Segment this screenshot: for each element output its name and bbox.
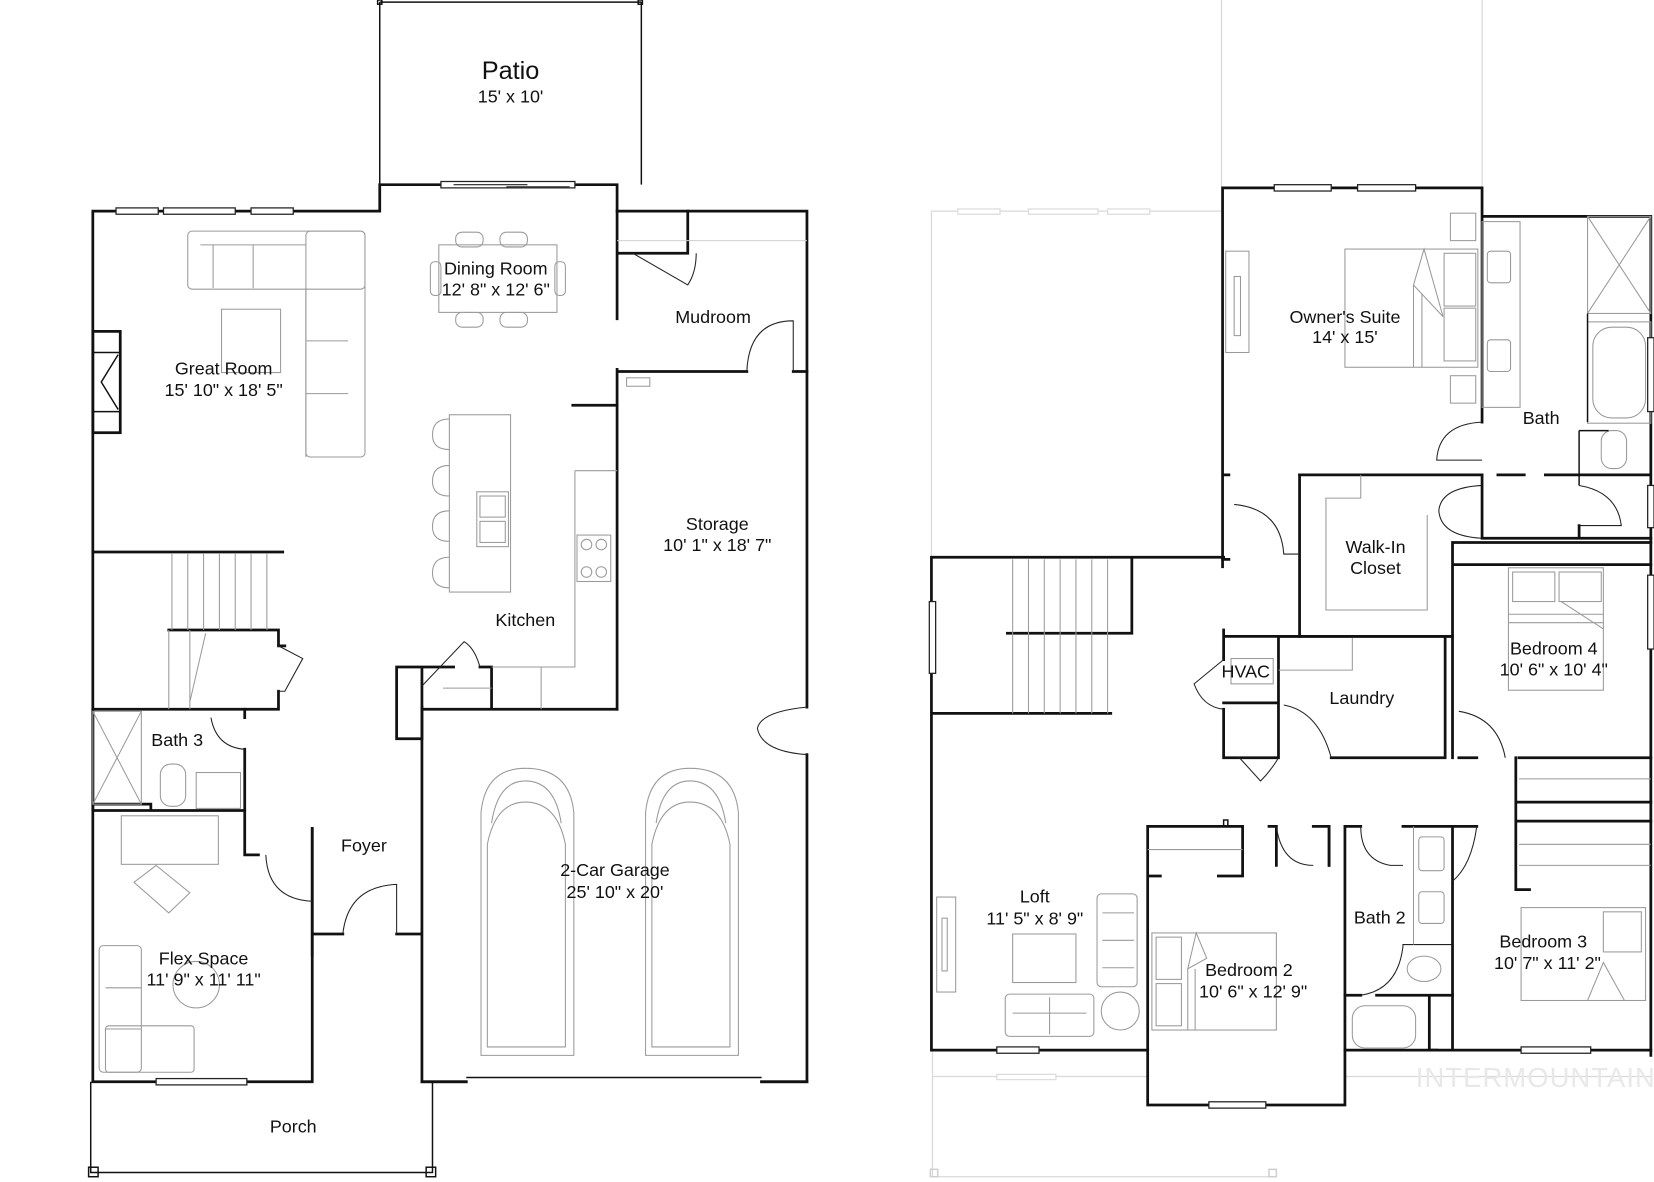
label-bedroom4: Bedroom 4 10' 6" x 10' 4": [1500, 638, 1608, 679]
room-name-line2: Closet: [1350, 558, 1401, 578]
label-great-room: Great Room 15' 10" x 18' 5": [165, 359, 283, 400]
bedroom3-bed: [1520, 907, 1647, 1002]
window: [162, 207, 236, 215]
kitchen-walls: [395, 403, 619, 741]
room-name: 2-Car Garage: [560, 860, 670, 880]
laundry-walls: [1277, 635, 1653, 760]
front-door: [342, 883, 398, 935]
label-owners-suite: Owner's Suite 14' x 15': [1289, 307, 1400, 347]
room-dims: 14' x 15': [1312, 327, 1378, 347]
room-name: Walk-In: [1345, 537, 1405, 557]
label-loft: Loft 11' 5" x 8' 9": [986, 886, 1083, 928]
bath2-walls: [1343, 824, 1653, 1052]
room-labels: Patio 15' x 10' Dining Room 12' 8" x 12'…: [146, 57, 1654, 1136]
room-name: Dining Room: [444, 258, 548, 278]
mudroom-walls: [615, 209, 809, 711]
loft-furniture: [936, 893, 1140, 1037]
watermark: INTERMOUNTAIN: [1416, 1062, 1654, 1093]
car: [480, 767, 575, 1056]
room-name: Loft: [1020, 886, 1050, 906]
room-name: Foyer: [341, 836, 387, 856]
label-flex-space: Flex Space 11' 9" x 11' 11": [146, 949, 260, 990]
label-mudroom: Mudroom: [675, 307, 751, 327]
label-bath2: Bath 2: [1354, 907, 1406, 927]
owners-suite-walls: [1221, 186, 1653, 1057]
room-dims: 11' 5" x 8' 9": [986, 908, 1083, 928]
room-name: Flex Space: [159, 949, 249, 969]
room-dims: 10' 6" x 12' 9": [1199, 981, 1307, 1001]
hvac-closet: [1193, 628, 1353, 782]
window: [115, 207, 159, 215]
flex-sofa: [98, 945, 195, 1073]
label-dining-room: Dining Room 12' 8" x 12' 6": [442, 258, 550, 299]
garage: [420, 706, 809, 1084]
label-bedroom2: Bedroom 2 10' 6" x 12' 9": [1199, 960, 1307, 1001]
label-foyer: Foyer: [341, 836, 387, 856]
room-dims: 12' 8" x 12' 6": [442, 279, 550, 299]
room-name: Bedroom 4: [1510, 638, 1598, 658]
first-floor-plan: [87, 0, 809, 1178]
second-floor-plan: [928, 0, 1654, 1178]
owners-bath-fixtures: [1481, 215, 1652, 470]
linen-closet: [1514, 756, 1653, 892]
owners-bed: [1344, 212, 1479, 404]
bath3-fixtures: [91, 707, 247, 812]
label-patio: Patio 15' x 10': [478, 57, 544, 106]
room-name: Mudroom: [675, 307, 751, 327]
room-name: Bedroom 3: [1499, 932, 1587, 952]
room-dims: 15' x 10': [478, 86, 544, 106]
room-dims: 11' 9" x 11' 11": [146, 970, 260, 990]
room-name: Porch: [270, 1116, 317, 1136]
sectional-sofa: [187, 230, 366, 458]
kitchen-counter: [443, 470, 618, 710]
room-dims: 10' 1" x 18' 7": [663, 535, 771, 555]
label-bath: Bath: [1523, 408, 1560, 428]
room-dims: 10' 7" x 11' 2": [1494, 953, 1601, 973]
label-hvac: HVAC: [1222, 662, 1271, 682]
car: [645, 767, 739, 1056]
room-name: Bath: [1523, 408, 1560, 428]
bedroom4-bed: [1507, 567, 1604, 691]
label-laundry: Laundry: [1329, 688, 1394, 708]
flex-space: [98, 809, 314, 1086]
label-bedroom3: Bedroom 3 10' 7" x 11' 2": [1494, 932, 1601, 973]
staircase-upper: [928, 555, 1225, 1052]
label-kitchen: Kitchen: [495, 610, 555, 630]
window: [250, 207, 294, 215]
room-name: Kitchen: [495, 610, 555, 630]
room-dims: 10' 6" x 10' 4": [1500, 659, 1608, 679]
label-storage: Storage 10' 1" x 18' 7": [663, 514, 771, 555]
coffee-table: [220, 308, 282, 374]
label-garage: 2-Car Garage 25' 10" x 20': [560, 860, 670, 902]
bedroom2-bed: [1151, 931, 1277, 1031]
fireplace: [91, 330, 122, 435]
room-dims: 25' 10" x 20': [567, 882, 664, 902]
room-name: HVAC: [1222, 662, 1271, 682]
room-name: Bath 2: [1354, 907, 1406, 927]
label-bath3: Bath 3: [151, 730, 203, 750]
label-porch: Porch: [270, 1116, 317, 1136]
patio-outline: [376, 0, 644, 185]
room-name: Great Room: [175, 359, 273, 379]
dining-table: [429, 231, 566, 328]
staircase: [91, 550, 304, 711]
room-name: Bath 3: [151, 730, 203, 750]
room-name: Bedroom 2: [1205, 960, 1293, 980]
room-name: Owner's Suite: [1289, 307, 1400, 327]
room-name: Laundry: [1329, 688, 1394, 708]
bath2-fixtures: [1327, 824, 1454, 1052]
room-dims: 15' 10" x 18' 5": [165, 380, 283, 400]
label-walkin-closet: Walk-In Closet: [1345, 537, 1405, 578]
room-name: Storage: [686, 514, 749, 534]
room-name: Patio: [482, 57, 540, 85]
kitchen-island: [431, 414, 512, 593]
porch: [87, 1081, 437, 1178]
